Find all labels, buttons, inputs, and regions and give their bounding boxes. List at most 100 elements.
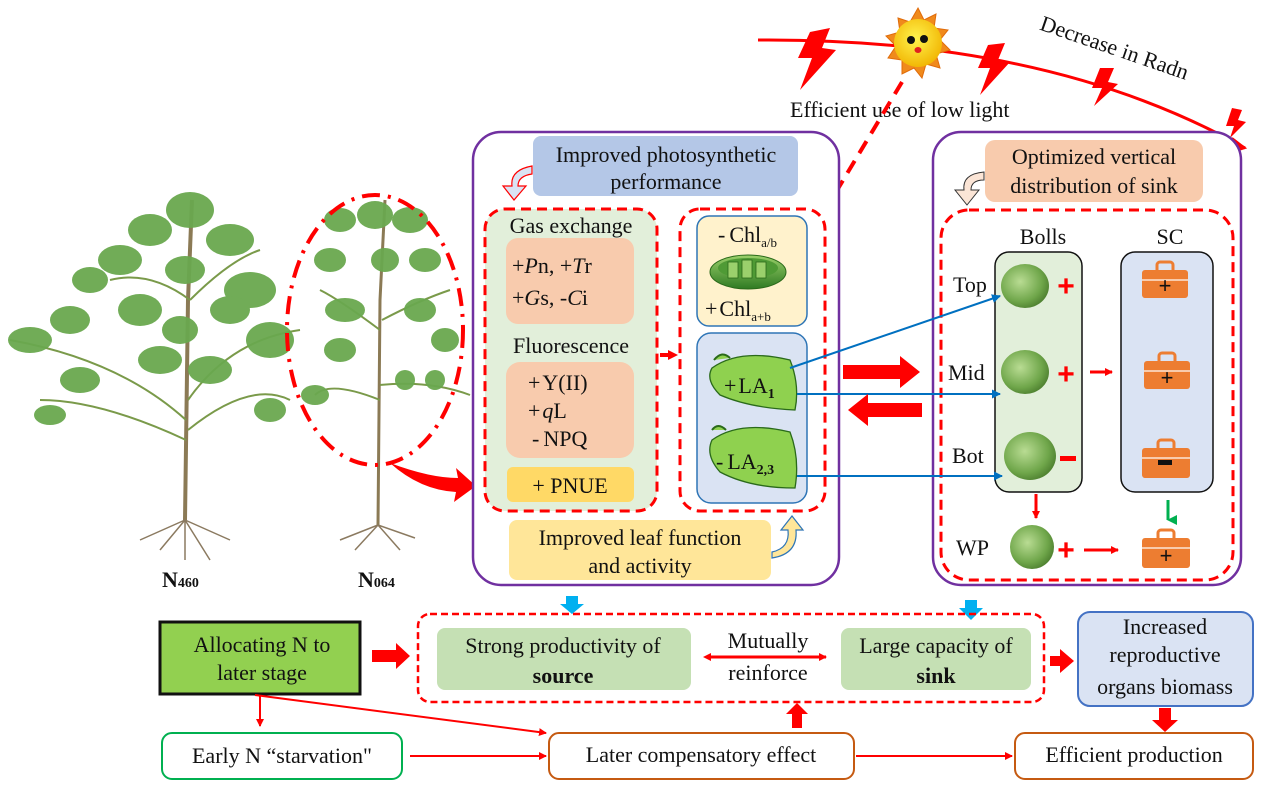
leaf-la1-icon bbox=[709, 353, 798, 411]
radiation-arc bbox=[757, 38, 1246, 150]
canopy-highlight-ellipse bbox=[285, 193, 465, 467]
boll-icon bbox=[1010, 525, 1054, 569]
later-compensatory-label: Later compensatory effect bbox=[586, 742, 816, 767]
bolls-title: Bolls bbox=[1020, 224, 1066, 249]
fluorescence-title: Fluorescence bbox=[513, 333, 629, 358]
allocating-n-box bbox=[158, 620, 362, 696]
photosynthetic-header-line2: performance bbox=[610, 169, 721, 194]
row-top: Top + + bbox=[953, 260, 1188, 308]
chl-ab-ratio: -Chla/b bbox=[718, 222, 777, 250]
row-bot: Bot bbox=[952, 432, 1190, 480]
sink-capacity-line1: Large capacity of bbox=[859, 633, 1013, 658]
early-starvation-box bbox=[161, 732, 403, 780]
boll-sign-wp: + bbox=[1057, 534, 1075, 567]
fluorescence-ql: +qL bbox=[528, 398, 567, 423]
la23-label: -LA2,3 bbox=[716, 449, 774, 478]
sink-down-arrow bbox=[959, 600, 983, 620]
plant-n064 bbox=[301, 199, 471, 551]
chl-ab-total: +Chla+b bbox=[705, 296, 771, 324]
position-label-wp: WP bbox=[956, 535, 989, 560]
position-label-bot: Bot bbox=[952, 443, 984, 468]
boll-icon bbox=[1001, 350, 1049, 394]
biomass-line2: reproductive bbox=[1109, 642, 1220, 667]
seed-cotton-icon bbox=[1144, 351, 1190, 389]
sun-icon bbox=[885, 6, 951, 80]
mutually-reinforce-line1: Mutually bbox=[728, 628, 809, 653]
boll-icon bbox=[1004, 432, 1056, 480]
plant-to-source-arrow bbox=[390, 463, 476, 502]
allocating-n-line2: later stage bbox=[217, 660, 307, 685]
later-to-group-arrow bbox=[786, 703, 808, 728]
leaf-function-line1: Improved leaf function bbox=[539, 525, 742, 550]
leaf-function-line2: and activity bbox=[588, 553, 691, 578]
source-productivity-line1: Strong productivity of bbox=[465, 633, 661, 658]
sc-sign-wp: + bbox=[1160, 543, 1173, 568]
pnue-label: + PNUE bbox=[532, 473, 607, 498]
sc-title: SC bbox=[1157, 224, 1184, 249]
lightning-icon bbox=[1226, 108, 1246, 138]
allocating-to-source-arrow bbox=[372, 643, 410, 669]
seed-cotton-icon bbox=[1142, 528, 1190, 568]
boll-sign-bot bbox=[1060, 456, 1076, 461]
mutually-reinforce-line2: reinforce bbox=[728, 660, 807, 685]
boll-sign-mid: + bbox=[1057, 358, 1075, 391]
curved-up-arrow-icon bbox=[771, 515, 805, 559]
leaf-to-physiology-arrow bbox=[660, 350, 678, 360]
photosynthetic-header-line1: Improved photosynthetic bbox=[556, 142, 777, 167]
sink-header-line1: Optimized vertical bbox=[1012, 144, 1176, 169]
plant-n460 bbox=[8, 192, 301, 561]
plant-label-n460: N460 bbox=[162, 567, 199, 592]
early-starvation-label: Early N “starvation" bbox=[192, 743, 372, 768]
later-compensatory-box bbox=[548, 732, 855, 780]
seed-cotton-icon bbox=[1142, 260, 1188, 298]
pnue-box bbox=[507, 467, 634, 502]
curved-down-arrow-icon bbox=[501, 165, 533, 201]
boll-sign-top: + bbox=[1057, 270, 1075, 303]
sink-capacity-box bbox=[841, 628, 1031, 690]
leaf-la23-icon bbox=[709, 425, 798, 489]
row-wp: WP + + bbox=[956, 494, 1190, 569]
la1-to-top-boll-line bbox=[789, 294, 1001, 369]
group-to-biomass-arrow bbox=[1050, 649, 1074, 673]
biomass-box bbox=[1077, 611, 1254, 707]
chloroplast-icon bbox=[709, 254, 787, 290]
efficient-low-light-label: Efficient use of low light bbox=[790, 97, 1010, 122]
la1-label: +LA1 bbox=[724, 373, 775, 402]
photosynthetic-header-box bbox=[533, 136, 798, 196]
gas-exchange-row2: +Gs, -Ci bbox=[512, 285, 588, 310]
source-productivity-box bbox=[437, 628, 691, 690]
efficient-production-box bbox=[1014, 732, 1254, 780]
gas-exchange-box bbox=[506, 238, 634, 324]
biomass-line3: organs biomass bbox=[1097, 674, 1233, 699]
sc-sign-mid: + bbox=[1161, 365, 1174, 390]
sink-capacity-line2: sink bbox=[916, 663, 956, 688]
sink-to-source-arrow bbox=[848, 394, 922, 426]
biomass-to-production-arrow bbox=[1152, 708, 1178, 732]
sc-sign-top: + bbox=[1159, 273, 1172, 298]
fluorescence-box bbox=[506, 362, 634, 458]
source-to-sink-arrow bbox=[843, 356, 920, 388]
efficient-production-label: Efficient production bbox=[1045, 742, 1222, 767]
sink-header-line2: distribution of sink bbox=[1010, 173, 1177, 198]
seed-cotton-icon bbox=[1142, 438, 1190, 478]
fluorescence-npq: -NPQ bbox=[532, 426, 587, 451]
position-label-top: Top bbox=[953, 272, 987, 297]
biomass-line1: Increased bbox=[1123, 614, 1207, 639]
position-label-mid: Mid bbox=[948, 360, 985, 385]
lightning-icon bbox=[978, 43, 1010, 95]
row-mid: Mid + + bbox=[948, 350, 1190, 394]
allocating-to-later-arrow bbox=[254, 694, 547, 737]
plant-label-n064: N064 bbox=[358, 567, 395, 592]
leaf-structure-box bbox=[678, 207, 827, 513]
fluorescence-yii: +Y(II) bbox=[528, 370, 588, 395]
curved-down-arrow-icon bbox=[953, 171, 985, 206]
lightning-icon bbox=[1092, 68, 1118, 106]
source-sink-group-box bbox=[416, 612, 1046, 704]
gas-exchange-row1: +Pn, +Tr bbox=[512, 253, 593, 278]
leaf-function-footer-box bbox=[509, 520, 771, 580]
source-down-arrow bbox=[560, 596, 584, 614]
allocating-n-line1: Allocating N to bbox=[194, 632, 331, 657]
sink-header-box bbox=[985, 140, 1203, 202]
source-productivity-line2: source bbox=[533, 663, 594, 688]
